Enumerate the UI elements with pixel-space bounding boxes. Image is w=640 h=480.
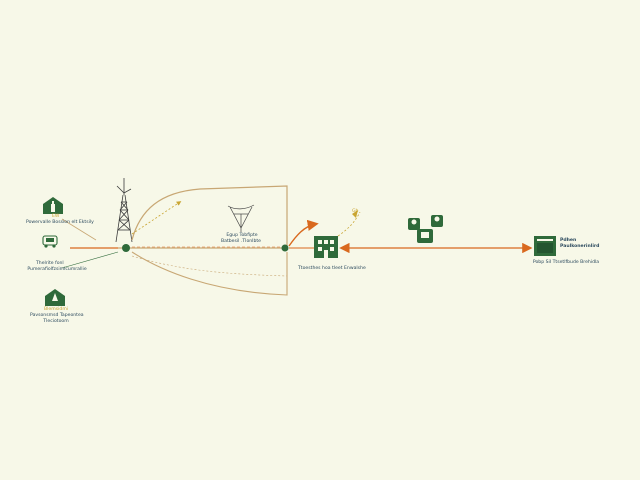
device-caption: Pobp SiI Ttsetlfbude Brehidla (532, 260, 600, 265)
pylon-icon (227, 204, 255, 232)
lower-arc (131, 251, 288, 296)
car-icon (42, 235, 58, 248)
junction-node (281, 244, 289, 252)
left-connectors (61, 218, 119, 269)
junction-to-building-arrow (288, 219, 319, 247)
left-mid-label: Pumerafiolfzsimlcumrallie (27, 267, 87, 272)
home-arrow-icon (45, 289, 65, 306)
lower-dotted (131, 255, 288, 277)
building-icon (314, 236, 338, 258)
device-title-2: Paulkonerinlird (560, 244, 600, 249)
left-bottom-title: Blemsidmi (44, 307, 69, 312)
left-top-tag: EW (52, 214, 60, 219)
monitor-icon (534, 236, 556, 256)
transmission-tower-icon (115, 178, 133, 243)
middle-label-line2: Batbesil .Tlonlbte (220, 239, 261, 244)
building-dashed-curve (337, 211, 361, 237)
upper-arc (131, 185, 288, 248)
left-bottom-sub2: Tleciotoom (43, 319, 69, 324)
left-bottom-sub: Pavsonsmsd Tapeontea (30, 313, 84, 318)
left-mid-title: Thelrite fonl (36, 261, 64, 266)
middle-label-line1: Egup Tobfipte (226, 233, 258, 238)
building-caption: Ttoesthes hoa tleet Enwalshe (298, 266, 366, 271)
power-plant-icon (43, 197, 63, 214)
dashed-diagonal (131, 201, 182, 235)
left-top-label: Powervalle Bossion elt Ektsily (26, 220, 94, 225)
device-title: Pdhen (560, 238, 577, 243)
tower-node (122, 244, 130, 252)
people-group-icon (408, 215, 443, 243)
yellow-small-label: Gb (352, 209, 359, 214)
yellow-arrowhead (352, 210, 358, 218)
